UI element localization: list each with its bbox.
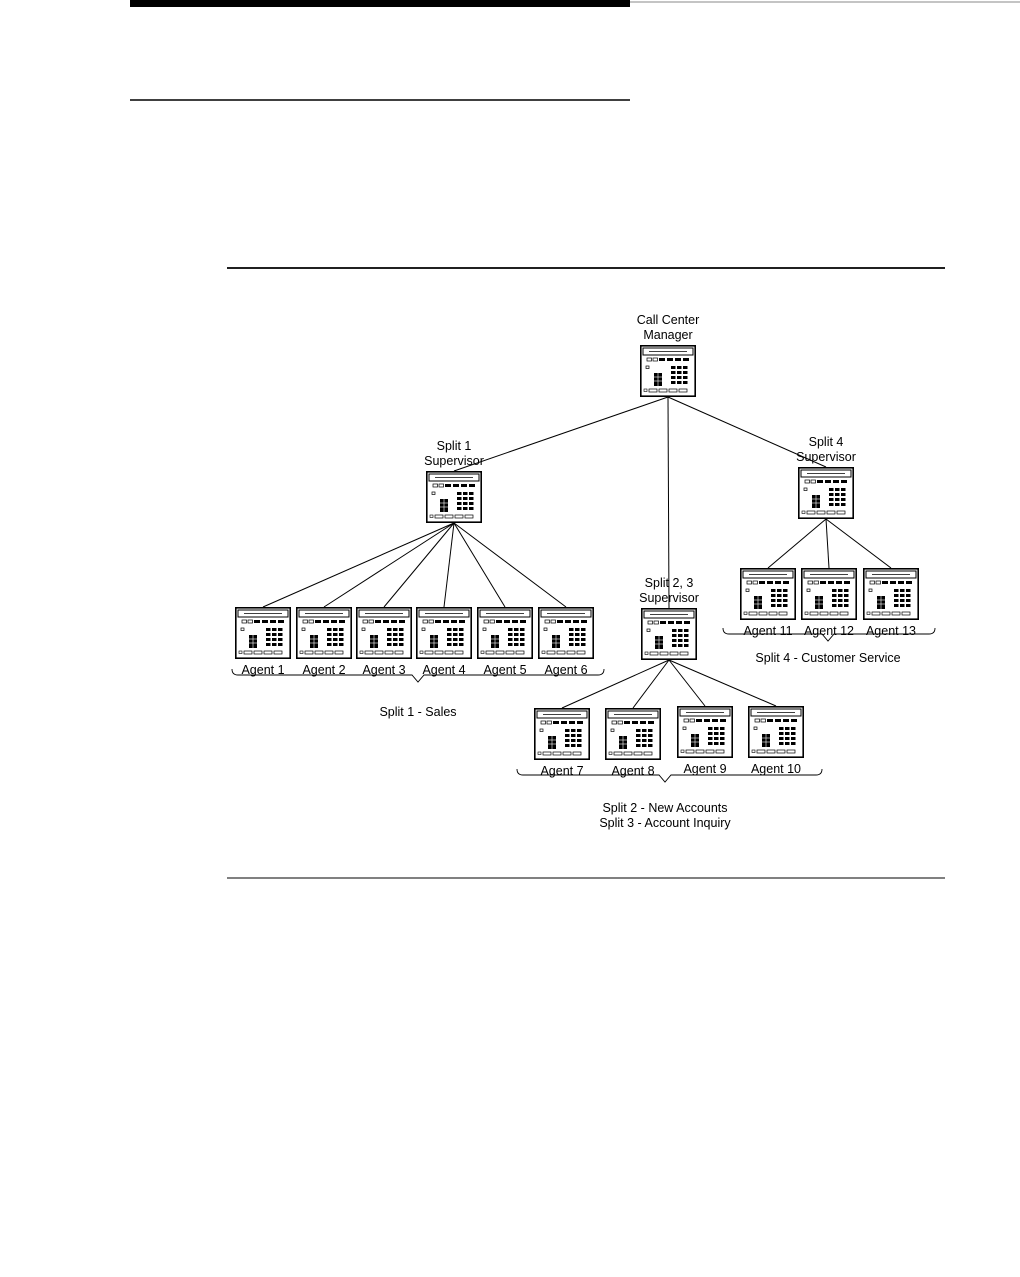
telephone-icon [539,608,593,658]
node-label-a10: Agent 10 [751,762,801,776]
telephone-icon [678,707,732,757]
edge-sup4-a11 [768,519,826,568]
node-label-sup23: Supervisor [639,591,699,605]
node-label-sup1: Split 1 [437,439,472,453]
node-label-sup4: Split 4 [809,435,844,449]
telephone-icon [641,346,695,396]
node-label-a9: Agent 9 [683,762,726,776]
edge-sup1-a5 [454,523,505,607]
edge-sup1-a1 [263,523,454,607]
node-label-a11: Agent 11 [743,624,792,638]
group-label-g4: Split 4 - Customer Service [755,651,900,665]
telephone-nodes [236,346,918,759]
telephone-icon [606,709,660,759]
edge-sup1-a6 [454,523,566,607]
telephone-icon [236,608,290,658]
telephone-icon [642,609,696,659]
node-label-a13: Agent 13 [866,624,916,638]
telephone-icon [799,468,853,518]
node-label-sup1: Supervisor [424,454,484,468]
edge-sup23-a10 [669,660,776,706]
edge-sup4-a13 [826,519,891,568]
node-label-a7: Agent 7 [540,764,583,778]
edge-manager-sup1 [454,397,668,471]
header-bar [130,0,630,7]
edge-sup23-a9 [669,660,705,706]
edge-sup23-a8 [633,660,669,708]
telephone-icon [297,608,351,658]
node-label-manager: Call Center [637,313,700,327]
telephone-icon [357,608,411,658]
group-label-g1: Split 1 - Sales [379,705,456,719]
group-label-g23: Split 3 - Account Inquiry [599,816,731,830]
edge-sup1-a4 [444,523,454,607]
telephone-icon [749,707,803,757]
edge-sup1-a2 [324,523,454,607]
node-label-sup4: Supervisor [796,450,856,464]
node-label-sup23: Split 2, 3 [645,576,694,590]
node-label-a12: Agent 12 [804,624,854,638]
edge-sup1-a3 [384,523,454,607]
telephone-icon [741,569,795,619]
node-label-a8: Agent 8 [611,764,654,778]
group-label-g23: Split 2 - New Accounts [602,801,727,815]
telephone-icon [535,709,589,759]
telephone-icon [417,608,471,658]
telephone-icon [478,608,532,658]
node-label-manager: Manager [643,328,692,342]
telephone-icon [864,569,918,619]
telephone-icon [427,472,481,522]
edge-sup4-a12 [826,519,829,568]
telephone-icon [802,569,856,619]
